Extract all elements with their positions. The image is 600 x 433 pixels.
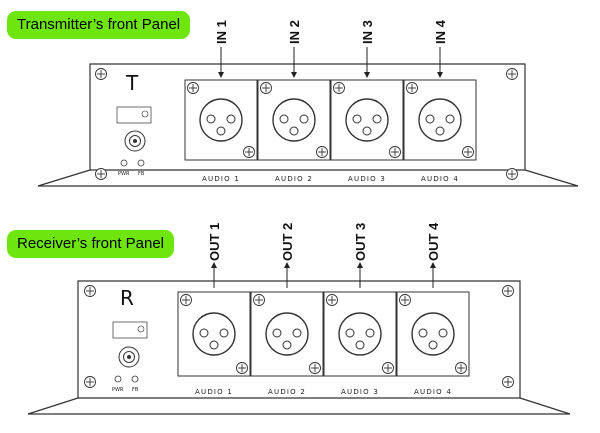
transmitter-panel: T PWR FB [37, 19, 579, 187]
screw-icon [95, 68, 107, 80]
xlr-connector-2 [250, 291, 324, 377]
xlr-connector-3 [330, 79, 404, 161]
pwr-led-label: PWR [112, 387, 124, 393]
receiver-panel: R PWR FB [27, 222, 571, 415]
warning-label [116, 106, 152, 124]
screw-icon [502, 285, 514, 297]
audio-3-label: AUDIO 3 [341, 388, 379, 396]
screw-icon [84, 285, 96, 297]
xlr-connector-4 [396, 291, 470, 377]
pwr-led-label: PWR [118, 171, 130, 177]
in-3-label: IN 3 [360, 20, 375, 44]
fb-led-icon [131, 375, 139, 383]
warning-label [112, 321, 148, 339]
screw-icon [502, 376, 514, 388]
audio-4-label: AUDIO 4 [421, 175, 459, 183]
transmitter-chassis-outline [37, 63, 579, 187]
pwr-led-icon [120, 159, 128, 167]
in-1-label: IN 1 [214, 20, 229, 44]
audio-1-label: AUDIO 1 [202, 175, 240, 183]
audio-2-label: AUDIO 2 [268, 388, 306, 396]
out-4-label: OUT 4 [426, 222, 441, 261]
audio-4-label: AUDIO 4 [414, 388, 452, 396]
xlr-connector-1 [177, 291, 251, 377]
screw-icon [506, 68, 518, 80]
audio-2-label: AUDIO 2 [275, 175, 313, 183]
receiver-chassis-outline [27, 280, 571, 415]
receiver-title-badge: Receiver’s front Panel [7, 230, 175, 258]
out-1-label: OUT 1 [207, 223, 222, 261]
audio-1-label: AUDIO 1 [195, 388, 233, 396]
audio-3-label: AUDIO 3 [348, 175, 386, 183]
xlr-connector-2 [257, 79, 331, 161]
transmitter-title-badge: Transmitter’s front Panel [7, 11, 191, 39]
fb-led-label: FB [132, 387, 139, 393]
fb-led-label: FB [138, 171, 145, 177]
pwr-led-icon [114, 375, 122, 383]
out-2-label: OUT 2 [280, 223, 295, 261]
screw-icon [84, 376, 96, 388]
in-4-label: IN 4 [433, 19, 448, 44]
transmitter-letter: T [125, 71, 139, 95]
xlr-connector-4 [403, 79, 477, 161]
in-2-label: IN 2 [287, 20, 302, 44]
fb-led-icon [137, 159, 145, 167]
xlr-connector-1 [184, 79, 258, 161]
xlr-connector-3 [323, 291, 397, 377]
screw-icon [95, 168, 107, 180]
screw-icon [506, 168, 518, 180]
out-3-label: OUT 3 [353, 223, 368, 261]
receiver-letter: R [120, 286, 134, 310]
